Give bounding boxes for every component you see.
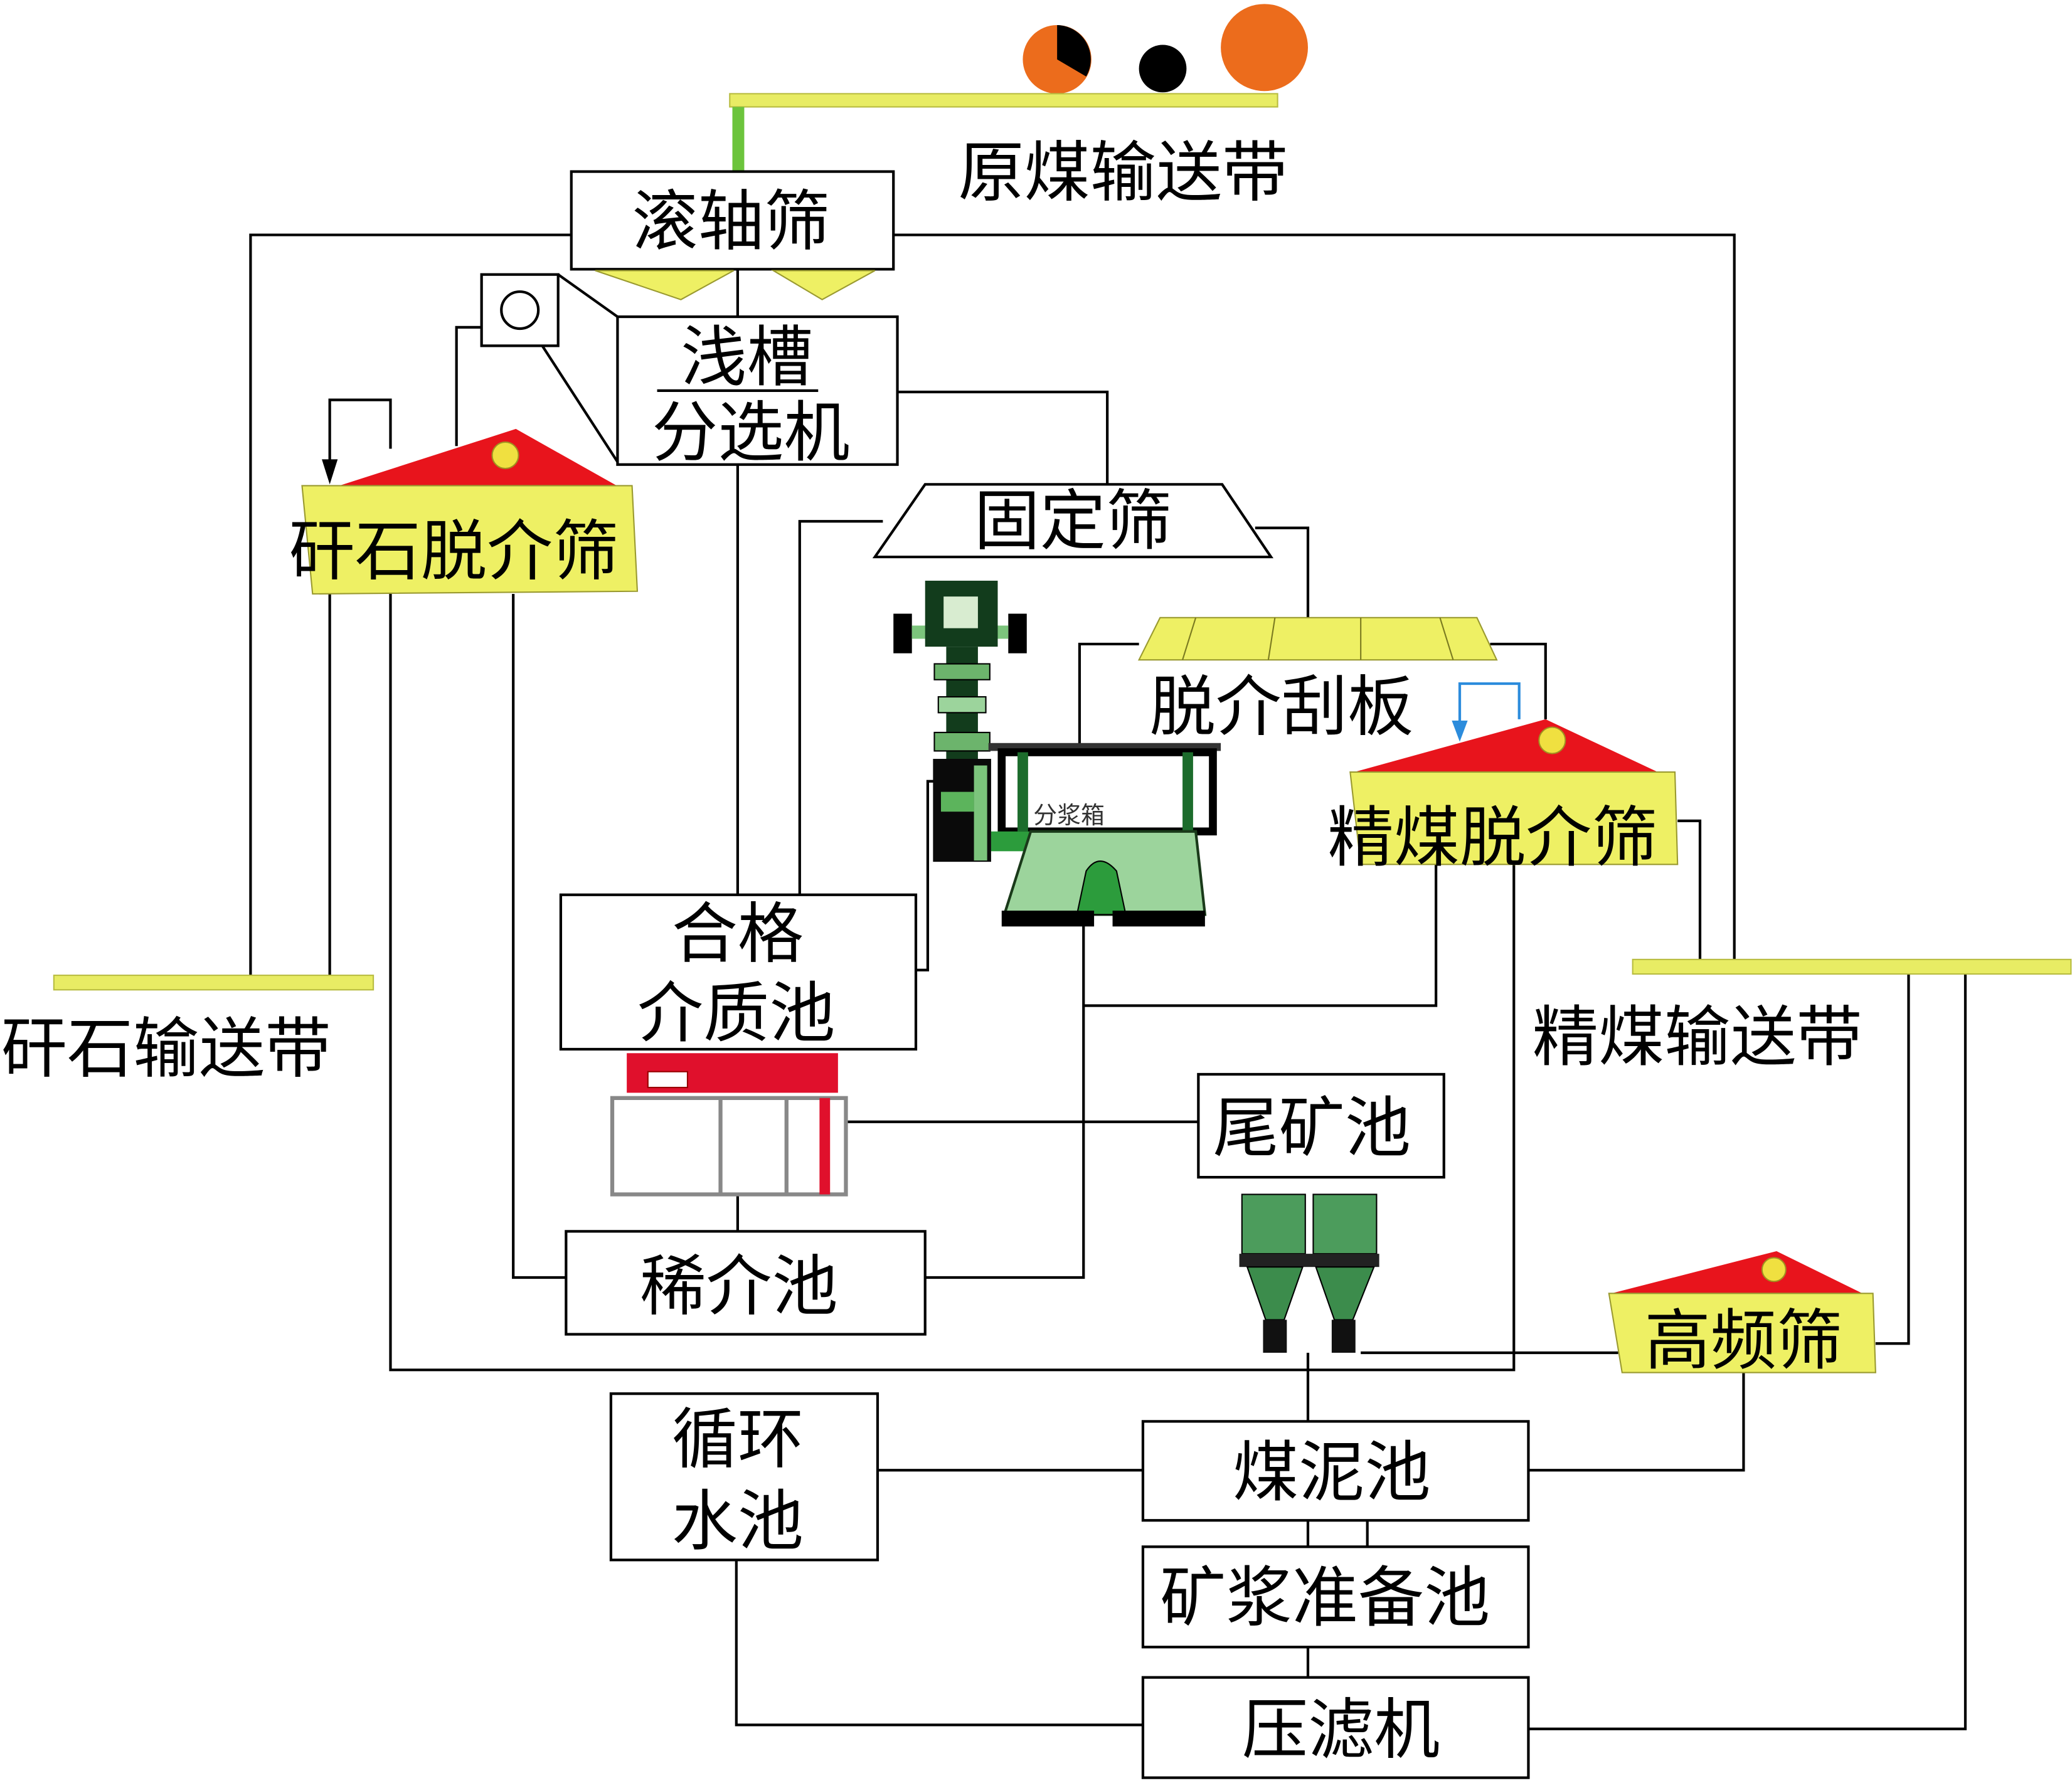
tailings-pool [1197,1072,1445,1179]
scraper-label: 脱介刮板 [1149,669,1413,746]
shallow-trough-label-2: 分选机 [652,394,850,471]
cyclone-classifier [1239,1193,1379,1353]
qualified-medium-label-1: 合格 [672,896,804,973]
gangue-screen-label: 矸石脱介筛 [289,512,619,590]
raw-coal-conveyor-belt [729,93,1278,173]
filter-press [1141,1676,1530,1779]
gangue-recycle-arrow [322,398,392,485]
circulating-water-label-1: 循环 [672,1401,804,1478]
distributor-label: 分浆箱 [1033,802,1105,829]
circulating-water-label-2: 水池 [672,1483,804,1560]
roller-screen-label: 滚轴筛 [632,183,831,260]
dilute-medium-pool [565,1230,927,1336]
qualified-medium-pool [559,893,918,1051]
fixed-screen [872,483,1274,559]
magnetic-separator [610,1053,848,1197]
roller-screen [570,170,895,300]
qualified-medium-label-2: 介质池 [637,975,836,1052]
shallow-trough-label-1: 浅槽 [681,319,812,396]
raw-coal-conveyor-label: 原煤输送带 [958,134,1288,211]
flow-lines [249,233,1967,1730]
filter-press-label: 压滤机 [1242,1691,1440,1769]
slime-pool-label: 煤泥池 [1233,1434,1431,1511]
gangue-conveyor-belt [53,975,375,991]
gangue-desliming-screen [301,428,639,595]
raw-coal-icon [1023,4,1308,94]
clean-coal-conveyor-label: 精煤输送带 [1533,998,1862,1076]
circulating-water-pool [609,1392,879,1562]
pump-distributor-equipment [893,580,1221,927]
high-frequency-screen-label: 高频筛 [1645,1302,1843,1379]
clean-coal-conveyor-belt [1632,958,2072,975]
slurry-preparation-pool [1141,1545,1530,1649]
gangue-conveyor-label: 矸石输送带 [1,1010,331,1087]
fixed-screen-label: 固定筛 [974,482,1172,559]
slurry-prep-label: 矿浆准备池 [1160,1559,1490,1636]
dilute-medium-label: 稀介池 [640,1248,838,1325]
high-frequency-screen [1608,1251,1876,1373]
valve-icon [480,273,560,347]
slime-pool [1141,1420,1530,1522]
clean-coal-recycle-arrow [1452,682,1521,742]
clean-coal-desliming-screen [1349,719,1679,865]
tailings-pool-label: 尾矿池 [1213,1089,1411,1167]
clean-coal-screen-label: 精煤脱介筛 [1328,799,1658,876]
scraper-conveyor [1137,616,1498,661]
